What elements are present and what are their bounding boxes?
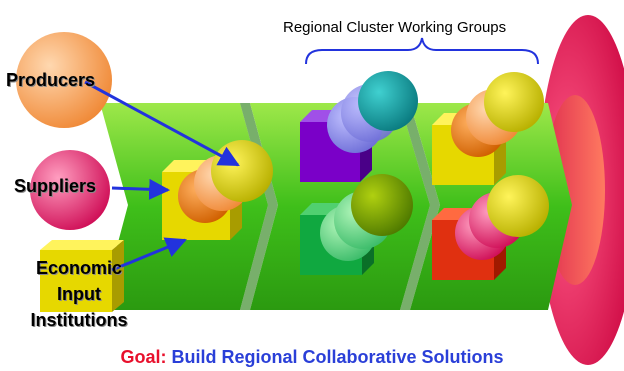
institutions-arrow: [111, 237, 187, 272]
institutions-label-line2: Input: [57, 284, 101, 304]
goal-prefix: Goal:: [120, 347, 167, 367]
goal-statement: Goal: Build Regional Collaborative Solut…: [0, 347, 624, 368]
stage3-top-balls: [451, 72, 544, 157]
cluster-title: Regional Cluster Working Groups: [283, 19, 507, 36]
institutions-label-line3: Institutions: [30, 310, 128, 330]
producers-arrow: [84, 80, 240, 167]
suppliers-arrow: [111, 178, 171, 200]
cluster-brace: [305, 37, 539, 65]
suppliers-ball: [30, 150, 110, 230]
stage3-bottom-balls: [455, 175, 549, 260]
goal-funnel: [538, 15, 624, 365]
goal-text: Build Regional Collaborative Solutions: [171, 347, 504, 367]
institutions-label: Economic Input Institutions: [20, 255, 138, 333]
stage2-bottom-balls: [320, 174, 413, 261]
institutions-label-line1: Economic: [35, 258, 123, 278]
producers-label: Producers: [6, 70, 96, 90]
suppliers-label: Suppliers: [14, 176, 97, 196]
institutions-cube: [40, 240, 124, 312]
stage2-top-balls: [327, 71, 418, 153]
producers-ball: [16, 32, 112, 128]
